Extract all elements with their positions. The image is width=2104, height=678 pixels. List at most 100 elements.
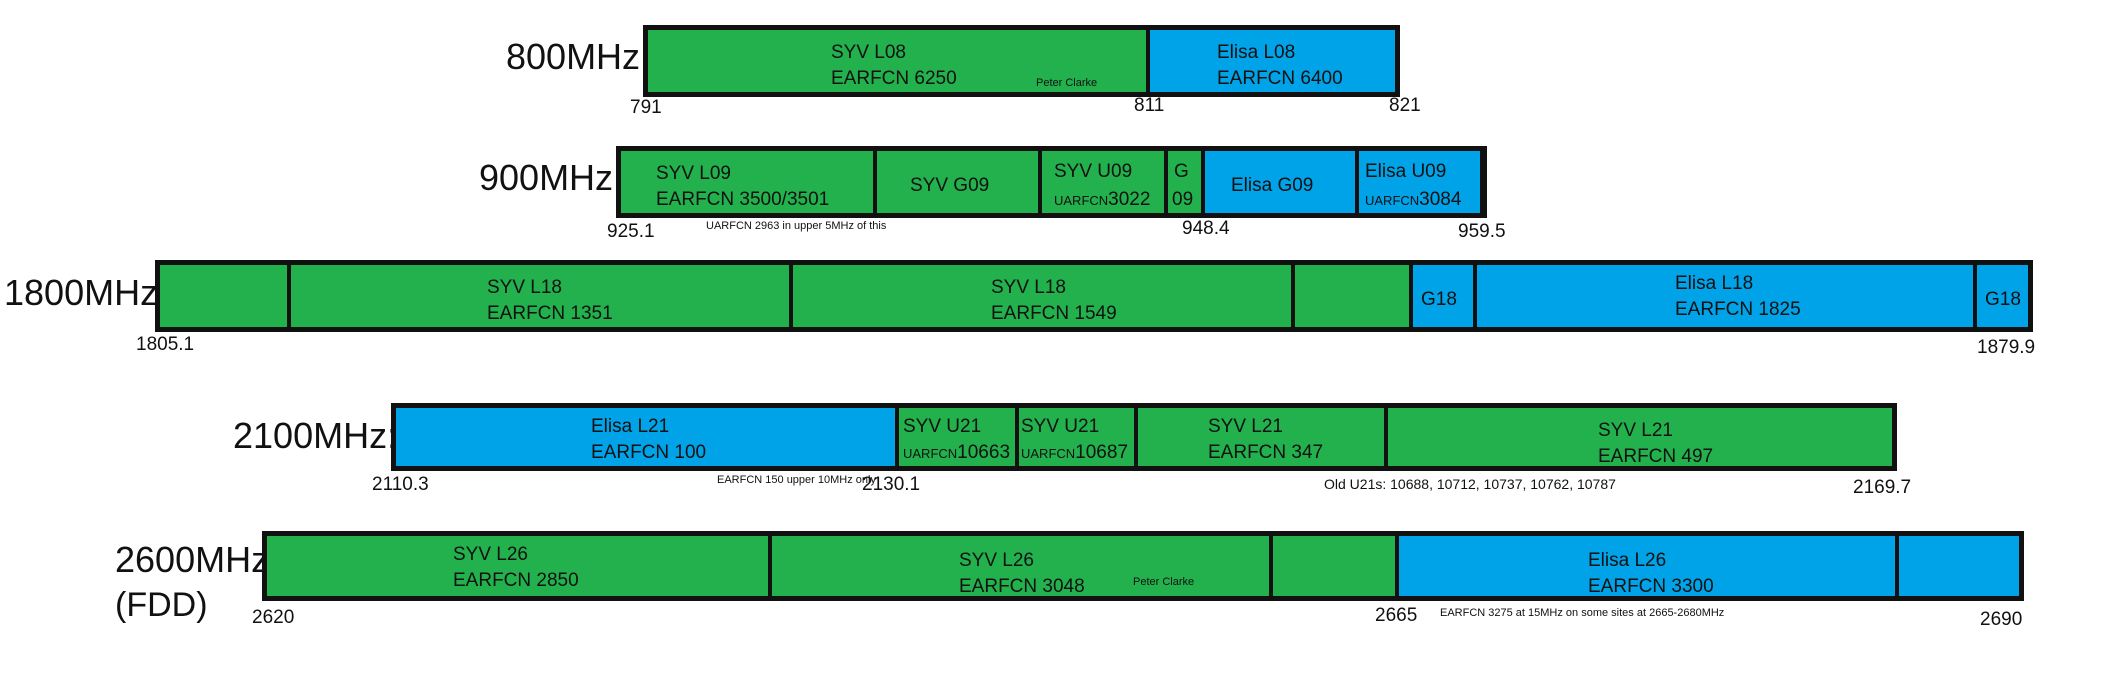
freq-label: 1805.1 <box>136 334 195 355</box>
segment-elisa-l26: Elisa L26 EARFCN 3300 <box>1395 536 1895 597</box>
segment-channel: EARFCN 6400 <box>1217 68 1343 89</box>
band-bar-2100: Elisa L21 EARFCN 100 SYV U21 UARFCN10663… <box>391 403 1897 471</box>
segment-channel: 09 <box>1172 189 1194 210</box>
annotation-note: EARFCN 3275 at 15MHz on some sites at 26… <box>1440 607 1725 619</box>
segment-elisa-edge <box>1480 151 1484 213</box>
segment-title: Elisa U09 <box>1365 161 1447 182</box>
uarfcn-value: 3022 <box>1108 189 1151 210</box>
freq-label: 2110.3 <box>372 474 429 495</box>
uarfcn-value: 10687 <box>1075 442 1129 463</box>
segment-title: SYV L08 <box>831 42 906 63</box>
segment-channel: EARFCN 2850 <box>453 570 579 591</box>
band-label-2100: 2100MHz: <box>233 415 398 456</box>
segment-title: Elisa G09 <box>1231 175 1314 196</box>
segment-syv-u09: SYV U09 UARFCN3022 <box>1038 151 1164 213</box>
segment-syv-l26-2850: SYV L26 EARFCN 2850 <box>267 536 768 596</box>
freq-label: 2690 <box>1980 609 2023 630</box>
annotation-note: EARFCN 150 upper 10MHz only <box>717 474 876 486</box>
uarfcn-prefix: UARFCN <box>1054 193 1109 208</box>
band-bar-2600: SYV L26 EARFCN 2850 SYV L26 EARFCN 3048 … <box>262 531 2024 601</box>
segment-syv-l09: SYV L09 EARFCN 3500/3501 <box>621 151 873 213</box>
annotation-note: Old U21s: 10688, 10712, 10737, 10762, 10… <box>1324 476 1616 492</box>
segment-title: SYV L26 <box>959 550 1034 571</box>
segment-syv-l08: SYV L08 EARFCN 6250 <box>648 30 1146 92</box>
uarfcn-prefix: UARFCN <box>903 446 958 461</box>
segment-title: G18 <box>1985 289 2021 310</box>
segment-channel: EARFCN 1825 <box>1675 299 1801 320</box>
segment-elisa-u09: Elisa U09 UARFCN3084 <box>1355 151 1480 213</box>
segment-channel: UARFCN3084 <box>1365 187 1461 214</box>
segment-channel: EARFCN 497 <box>1598 446 1714 467</box>
segment-elisa-spare <box>1895 536 2019 596</box>
segment-title: SYV L21 <box>1208 416 1283 437</box>
segment-syv-g09: SYV G09 <box>873 151 1038 213</box>
segment-syv-spare-right <box>1291 265 1409 327</box>
freq-label: 948.4 <box>1182 218 1230 239</box>
segment-title: SYV L09 <box>656 163 731 184</box>
segment-elisa-l18: Elisa L18 EARFCN 1825 <box>1473 265 1973 327</box>
segment-channel: EARFCN 3300 <box>1588 576 1714 597</box>
band-label-2600: 2600MHz: <box>115 539 280 580</box>
segment-elisa-g09: Elisa G09 <box>1201 151 1355 213</box>
segment-title: SYV U21 <box>903 416 982 437</box>
segment-title: Elisa L21 <box>591 416 670 437</box>
segment-channel: EARFCN 1549 <box>991 303 1117 324</box>
segment-channel: EARFCN 100 <box>591 442 707 463</box>
freq-label: 2665 <box>1375 605 1418 626</box>
segment-syv-u21-10663: SYV U21 UARFCN10663 <box>895 408 1015 466</box>
segment-channel: EARFCN 347 <box>1208 442 1324 463</box>
segment-syv-l21-497: SYV L21 EARFCN 497 <box>1384 408 1892 467</box>
band-bar-800: SYV L08 EARFCN 6250 Elisa L08 EARFCN 640… <box>643 25 1400 97</box>
uarfcn-value: 10663 <box>957 442 1011 463</box>
freq-label: 1879.9 <box>1977 337 2036 358</box>
segment-syv-l21-347: SYV L21 EARFCN 347 <box>1134 408 1384 466</box>
segment-title: Elisa L26 <box>1588 550 1667 571</box>
freq-label: 2620 <box>252 607 295 628</box>
freq-label: 2130.1 <box>862 474 921 495</box>
segment-title: SYV U09 <box>1054 161 1133 182</box>
segment-syv-l18-1549: SYV L18 EARFCN 1549 <box>789 265 1291 327</box>
freq-label: 925.1 <box>607 221 655 242</box>
band-label-1800: 1800MHz: <box>4 272 169 313</box>
freq-label: 959.5 <box>1458 221 1506 242</box>
segment-channel: UARFCN10687 <box>1021 440 1128 467</box>
segment-syv-u21-10687: SYV U21 UARFCN10687 <box>1015 408 1134 466</box>
segment-g18-left: G18 <box>1409 265 1473 327</box>
segment-title: SYV G09 <box>910 175 990 196</box>
freq-label: 821 <box>1389 95 1421 116</box>
segment-channel: EARFCN 3048 <box>959 576 1085 597</box>
freq-label: 2169.7 <box>1853 477 1912 498</box>
band-label-900: 900MHz: <box>479 157 624 198</box>
freq-label: 791 <box>630 97 662 118</box>
uarfcn-prefix: UARFCN <box>1365 193 1420 208</box>
annotation-note: UARFCN 2963 in upper 5MHz of this <box>706 220 887 232</box>
segment-syv-l26-3048: SYV L26 EARFCN 3048 <box>768 536 1269 597</box>
segment-syv-l18-1351: SYV L18 EARFCN 1351 <box>287 265 789 327</box>
freq-label: 811 <box>1134 95 1165 116</box>
segment-title: SYV L18 <box>991 277 1066 298</box>
segment-channel: EARFCN 1351 <box>487 303 613 324</box>
segment-elisa-l08: Elisa L08 EARFCN 6400 <box>1146 30 1395 92</box>
segment-title: SYV L26 <box>453 544 528 565</box>
band-label-800: 800MHz: <box>506 36 651 77</box>
band-bar-1800: SYV L18 EARFCN 1351 SYV L18 EARFCN 1549 … <box>155 260 2033 332</box>
uarfcn-prefix: UARFCN <box>1021 446 1076 461</box>
segment-title: G18 <box>1421 289 1457 310</box>
uarfcn-value: 3084 <box>1419 189 1462 210</box>
segment-g18-right: G18 <box>1973 265 2028 327</box>
segment-channel: UARFCN3022 <box>1054 187 1150 214</box>
segment-channel: UARFCN10663 <box>903 440 1010 467</box>
band-label-2600-fdd: (FDD) <box>115 586 208 624</box>
segment-g09: G 09 <box>1164 151 1201 213</box>
annotation-note: Peter Clarke <box>1133 576 1195 588</box>
segment-channel: EARFCN 6250 <box>831 68 957 89</box>
segment-title: Elisa L08 <box>1217 42 1296 63</box>
segment-title: SYV L21 <box>1598 420 1673 441</box>
segment-title: Elisa L18 <box>1675 273 1754 294</box>
segment-title: G <box>1174 161 1189 182</box>
segment-syv-spare-left <box>160 265 287 327</box>
segment-elisa-l21: Elisa L21 EARFCN 100 <box>396 408 895 466</box>
segment-title: SYV U21 <box>1021 416 1100 437</box>
segment-title: SYV L18 <box>487 277 562 298</box>
annotation-note: Peter Clarke <box>1036 77 1098 89</box>
